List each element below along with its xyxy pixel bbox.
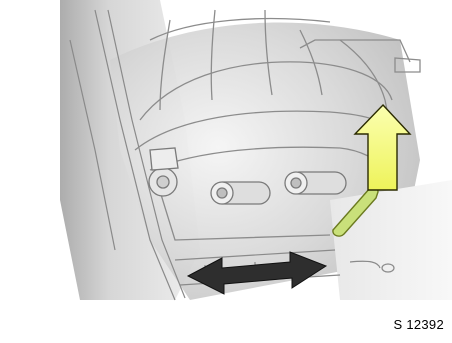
figure-reference-code: S 12392 xyxy=(393,317,444,332)
right-floor-shade xyxy=(330,180,452,300)
pivot-knob-icon xyxy=(149,148,178,196)
